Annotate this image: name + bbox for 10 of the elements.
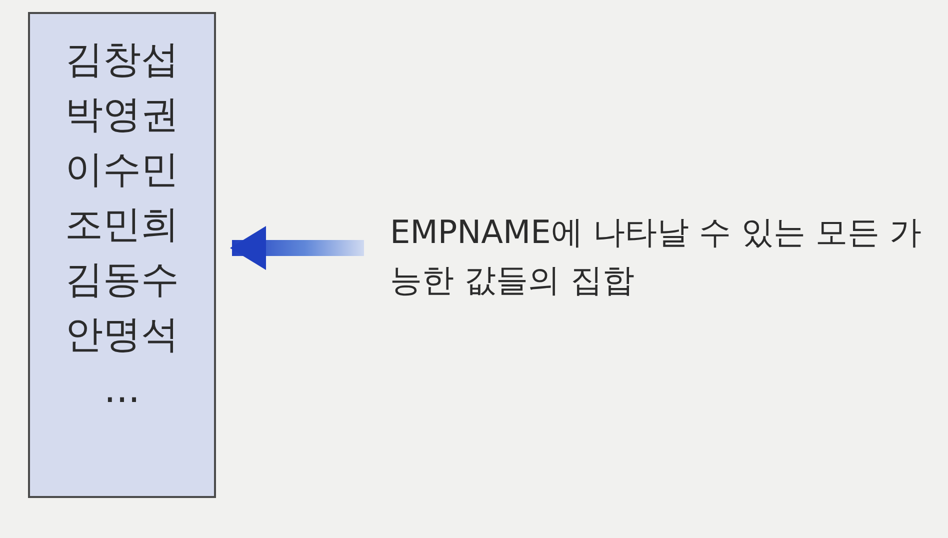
name-text: ... (104, 366, 140, 413)
value-list-box (28, 12, 216, 498)
note-text: EMPNAME에 나타날 수 있는 모든 가능한 값들의 집합 (364, 208, 944, 308)
name-text: 김창섭 (65, 36, 179, 83)
name-text: 박영권 (65, 91, 179, 138)
name-text: 안명석 (65, 311, 179, 358)
name-text: 김동수 (65, 256, 179, 303)
arrow (230, 226, 364, 270)
name-text: 이수민 (65, 146, 179, 193)
name-text: 조민희 (65, 201, 179, 248)
